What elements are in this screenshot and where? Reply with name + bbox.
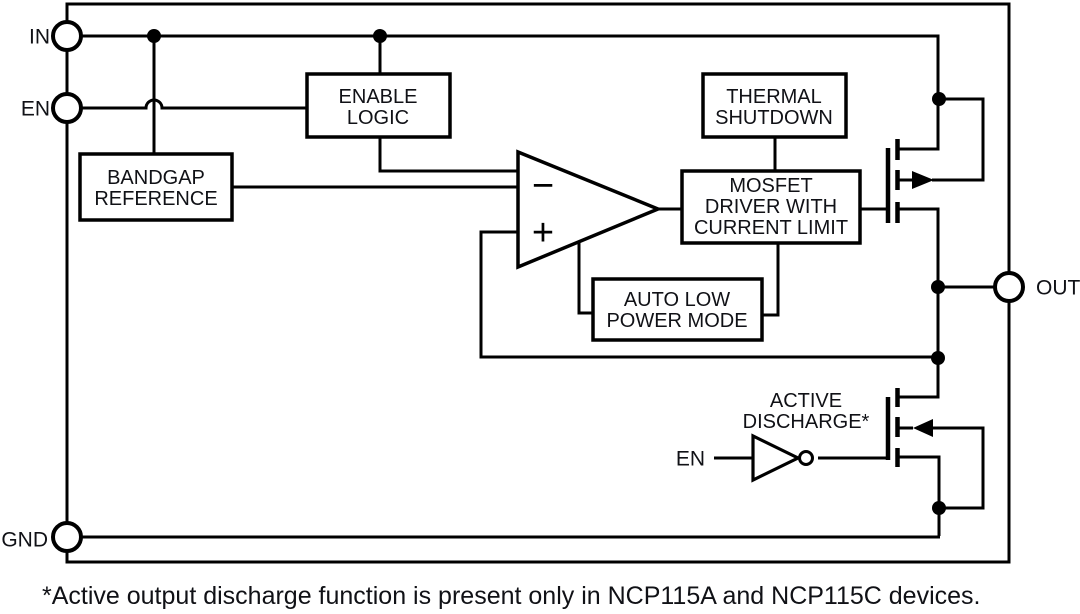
block-auto-low-power: AUTO LOW POWER MODE (591, 277, 764, 342)
en-pin-label: EN (21, 98, 50, 121)
mosfet-driver-label: CURRENT LIMIT (694, 217, 848, 239)
bandgap-box (78, 152, 234, 222)
block-bandgap-reference: BANDGAP REFERENCE (78, 152, 234, 222)
junction-dots (147, 29, 946, 515)
active-discharge-label: DISCHARGE* (743, 411, 870, 433)
mosfet-driver-label: DRIVER WITH (705, 196, 837, 218)
enable-logic-label: LOGIC (347, 107, 409, 129)
wire-pass-bulk (932, 97, 985, 182)
amp-noninverting-sign: + (532, 212, 554, 254)
error-amplifier-symbol: − + (516, 149, 663, 270)
pins: IN EN GND OUT (1, 20, 1080, 553)
auto-low-power-label: AUTO LOW (624, 289, 730, 311)
block-mosfet-driver: MOSFET DRIVER WITH CURRENT LIMIT (680, 169, 862, 245)
in-pin-label: IN (29, 26, 50, 49)
wires (81, 34, 996, 539)
wire-amp-to-alpm (577, 242, 593, 315)
amp-inverting-sign: − (532, 165, 554, 207)
wire-enable-to-amp (378, 137, 518, 173)
inverter-symbol: EN (676, 433, 814, 483)
junction-dot (932, 92, 946, 106)
thermal-label: SHUTDOWN (715, 107, 833, 129)
junction-dot (373, 29, 387, 43)
en-pin (51, 92, 83, 124)
pass-mosfet-symbol (885, 139, 934, 223)
bandgap-label: BANDGAP (107, 167, 205, 189)
junction-dot (931, 280, 945, 294)
in-pin (51, 20, 83, 52)
amplifier-triangle-icon (516, 149, 663, 270)
wire-drain-to-out (897, 207, 940, 399)
enable-logic-label: ENABLE (339, 86, 418, 108)
junction-dot (147, 29, 161, 43)
out-pin-label: OUT (1036, 277, 1080, 300)
gnd-pin (51, 521, 83, 553)
thermal-box (701, 72, 848, 139)
footnote: *Active output discharge function is pre… (42, 582, 981, 610)
inverter-triangle-icon (751, 433, 802, 483)
auto-low-power-label: POWER MODE (606, 310, 747, 332)
device-boundary (65, 2, 1011, 564)
wire-discharge-source (897, 455, 941, 536)
gnd-pin-label: GND (1, 529, 48, 552)
discharge-mosfet-symbol (885, 388, 933, 467)
wire-discharge-bulk (932, 426, 985, 510)
active-discharge-caption: ACTIVE DISCHARGE* (743, 390, 870, 433)
junction-dot (932, 501, 946, 515)
enable-logic-box (305, 72, 452, 139)
mosfet-driver-label: MOSFET (729, 175, 812, 197)
block-enable-logic: ENABLE LOGIC (305, 72, 452, 139)
out-pin (993, 271, 1025, 303)
inverter-bubble-icon (798, 450, 814, 466)
active-discharge-label: ACTIVE (770, 390, 842, 412)
wire-en-rail (81, 98, 307, 110)
junction-dot (931, 351, 945, 365)
wire-feedback (479, 230, 938, 359)
pass-fet-bulk-arrow-icon (912, 171, 934, 189)
mosfet-driver-box (680, 169, 862, 245)
inverter-en-label: EN (676, 448, 705, 471)
block-thermal-shutdown: THERMAL SHUTDOWN (701, 72, 848, 139)
wire-driver-to-alpm (762, 243, 780, 317)
auto-low-power-box (591, 277, 764, 342)
bandgap-label: REFERENCE (94, 188, 217, 210)
thermal-label: THERMAL (726, 86, 822, 108)
discharge-fet-bulk-arrow-icon (913, 419, 933, 437)
